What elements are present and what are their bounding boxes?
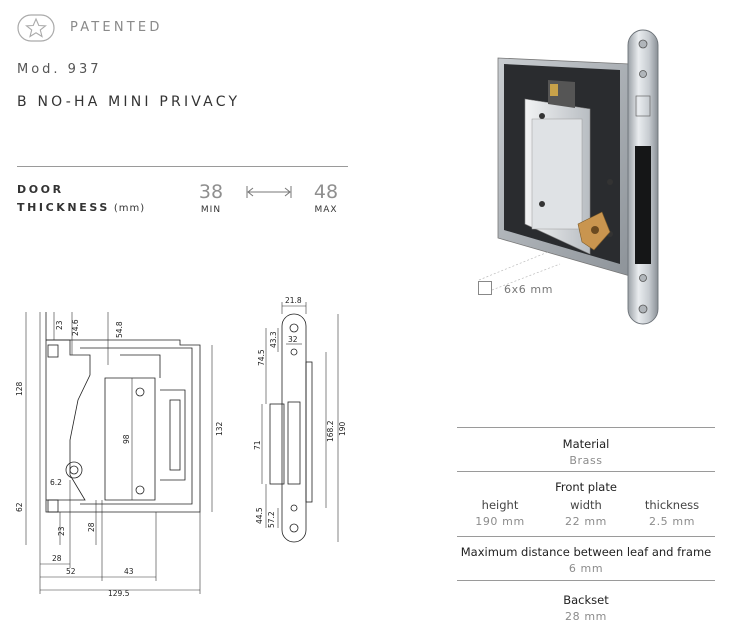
front-plate-title: Front plate bbox=[555, 480, 617, 494]
star-logo-icon bbox=[17, 14, 55, 42]
spindle-callout-lines bbox=[478, 251, 561, 291]
front-plate-height-label: height bbox=[481, 498, 519, 512]
lock-product-image bbox=[497, 29, 659, 325]
dim-132: 132 bbox=[215, 421, 224, 436]
dim-168-2: 168.2 bbox=[326, 420, 335, 442]
front-plate-thickness-value: 2.5 mm bbox=[648, 515, 696, 528]
dim-43-3: 43.3 bbox=[269, 331, 278, 348]
dim-24-6: 24.6 bbox=[71, 319, 80, 336]
model-number: Mod. 937 bbox=[17, 62, 102, 77]
dim-98: 98 bbox=[122, 434, 131, 444]
dim-6-2: 6.2 bbox=[50, 478, 62, 487]
backset-title: Backset bbox=[563, 593, 609, 607]
backset-value: 28 mm bbox=[565, 610, 607, 623]
min-thickness-value: 38 bbox=[198, 181, 224, 203]
dim-54-8: 54.8 bbox=[115, 321, 124, 338]
patented-label: PATENTED bbox=[70, 20, 163, 35]
dim-21-8: 21.8 bbox=[285, 296, 302, 305]
spec-divider bbox=[457, 536, 715, 537]
dim-62: 62 bbox=[15, 502, 24, 512]
dim-32: 32 bbox=[288, 335, 298, 344]
dim-43: 43 bbox=[124, 567, 134, 576]
door-thickness-label-line1: DOOR bbox=[17, 183, 64, 196]
header-divider bbox=[17, 166, 348, 167]
dim-23-bottom: 23 bbox=[57, 526, 66, 536]
door-thickness-label-line2: THICKNESS(mm) bbox=[17, 201, 145, 214]
dim-28-horizontal: 28 bbox=[52, 554, 62, 563]
material-title: Material bbox=[562, 437, 610, 451]
product-name: B NO-HA MINI PRIVACY bbox=[17, 94, 241, 110]
range-arrow-icon bbox=[246, 186, 292, 198]
spec-divider bbox=[457, 471, 715, 472]
material-value: Brass bbox=[569, 454, 603, 467]
spec-divider bbox=[457, 427, 715, 428]
dim-28-vertical: 28 bbox=[87, 522, 96, 532]
dim-23-top: 23 bbox=[55, 320, 64, 330]
front-plate-width-label: width bbox=[570, 498, 602, 512]
door-thickness-unit: (mm) bbox=[113, 203, 146, 214]
spec-divider bbox=[457, 580, 715, 581]
dim-128: 128 bbox=[15, 381, 24, 396]
dim-44-5: 44.5 bbox=[255, 507, 264, 524]
dim-129-5: 129.5 bbox=[108, 589, 130, 598]
dim-57-2: 57.2 bbox=[267, 511, 276, 528]
front-plate-columns: height 190 mm width 22 mm thickness 2.5 … bbox=[457, 498, 715, 534]
front-plate-width-value: 22 mm bbox=[565, 515, 607, 528]
max-thickness-label: MAX bbox=[314, 205, 338, 215]
front-plate-height-value: 190 mm bbox=[475, 515, 525, 528]
door-thickness-label: THICKNESS bbox=[17, 201, 110, 214]
lock-side-drawing: 23 24.6 54.8 128 98 132 62 6.2 23 28 28 … bbox=[15, 312, 224, 598]
spindle-callout-label: 6x6 mm bbox=[504, 283, 554, 296]
dim-71: 71 bbox=[253, 440, 262, 450]
max-thickness-value: 48 bbox=[313, 181, 339, 203]
dim-190: 190 bbox=[338, 421, 347, 436]
max-distance-title: Maximum distance between leaf and frame bbox=[460, 545, 712, 559]
min-thickness-label: MIN bbox=[200, 205, 222, 215]
front-plate-drawing: 21.8 43.3 74.5 32 71 168.2 190 44.5 57.2 bbox=[253, 296, 347, 543]
max-distance-value: 6 mm bbox=[568, 562, 604, 575]
dim-52: 52 bbox=[66, 567, 76, 576]
dim-74-5: 74.5 bbox=[257, 349, 266, 366]
spindle-square-icon bbox=[478, 281, 492, 295]
front-plate-thickness-label: thickness bbox=[644, 498, 700, 512]
